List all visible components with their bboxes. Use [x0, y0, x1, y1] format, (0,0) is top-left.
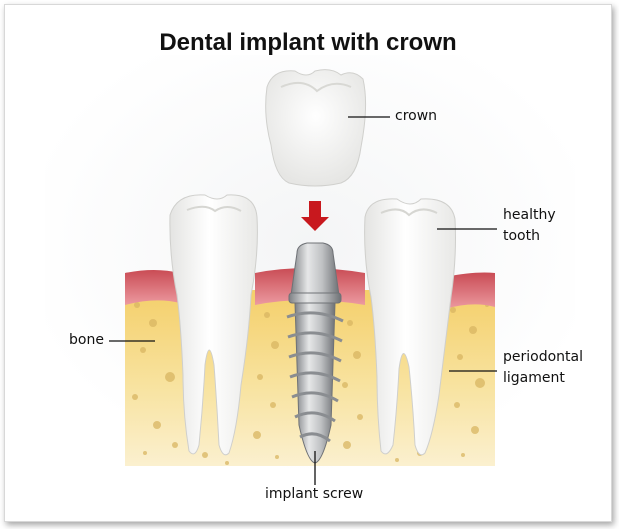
- label-crown: crown: [395, 106, 437, 127]
- implant-collar: [289, 293, 341, 303]
- label-healthy-tooth-line1: healthy: [503, 205, 556, 226]
- label-healthy-tooth-line2: tooth: [503, 226, 540, 247]
- label-periodontal-line1: periodontal: [503, 347, 583, 368]
- implant-abutment: [291, 243, 339, 295]
- diagram-frame: Dental implant with crown: [4, 4, 612, 522]
- label-bone: bone: [69, 330, 104, 351]
- dental-illustration: [5, 5, 611, 521]
- label-periodontal-line2: ligament: [503, 368, 565, 389]
- gum-left: [125, 270, 180, 305]
- label-implant-screw: implant screw: [265, 484, 363, 505]
